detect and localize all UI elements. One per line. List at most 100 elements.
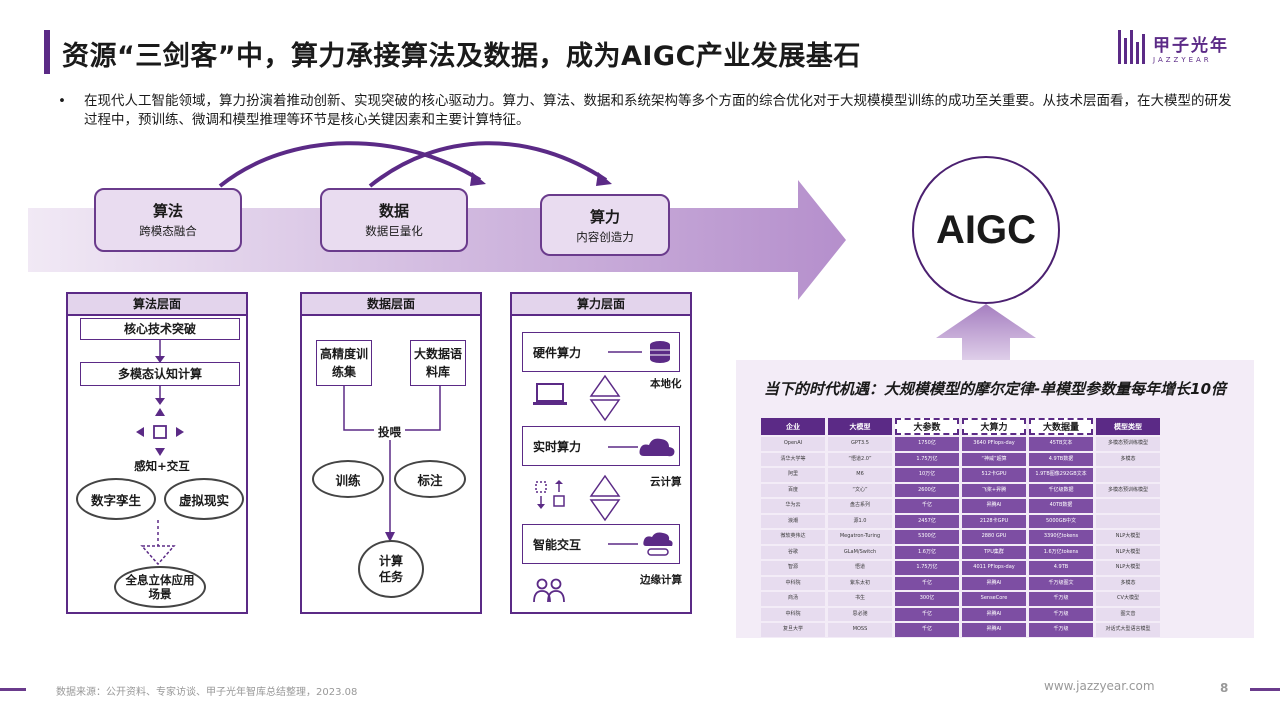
table-cell: 思必驰: [828, 607, 892, 621]
table-cell: 4.9TB: [1029, 561, 1093, 575]
data-panel-head: 数据层面: [302, 294, 480, 316]
compute-panel-head: 算力层面: [512, 294, 690, 316]
table-cell: 1.75万亿: [895, 452, 959, 466]
flow-compute-title: 算力: [589, 208, 620, 226]
edge-label: 边缘计算: [640, 574, 682, 586]
table-cell: 盘古系列: [828, 499, 892, 513]
bidirectional-arrow-icon: [589, 374, 621, 422]
site-url: www.jazzyear.com: [1044, 679, 1155, 693]
feed-label: 投喂: [374, 424, 405, 440]
smart-interaction-label: 智能交互: [533, 538, 582, 552]
flow-compute-box: 算力 内容创造力: [540, 194, 670, 256]
database-icon: [608, 341, 670, 363]
users-icon: [533, 578, 565, 603]
table-cell: “神威”超算: [962, 452, 1026, 466]
table-cell: TPU集群: [962, 545, 1026, 559]
table-cell: 45TB文本: [1029, 437, 1093, 451]
table-row: 百度“文心”2600亿飞桨+昇腾千亿级数据多模态预训练模型: [761, 483, 1160, 497]
table-cell: “悟道2.0”: [828, 452, 892, 466]
table-cell: 千万级: [1029, 607, 1093, 621]
converge-icon: [136, 408, 184, 456]
table-cell: NLP大模型: [1096, 561, 1160, 575]
table-header: 大模型: [828, 418, 892, 435]
title-accent-bar: [44, 30, 50, 74]
local-label: 本地化: [650, 378, 682, 390]
table-cell: Megatron-Turing: [828, 530, 892, 544]
bullet: •: [58, 93, 66, 109]
curved-arrows-icon: [218, 141, 612, 188]
table-cell: 多模态预训练模型: [1096, 483, 1160, 497]
train-pill: 训练: [312, 460, 384, 498]
source-note: 数据来源：公开资料、专家访谈、甲子光年智库总结整理，2023.08: [56, 687, 358, 698]
table-cell: 多模态: [1096, 576, 1160, 590]
table-cell: OpenAI: [761, 437, 825, 451]
table-cell: 1.6万亿: [895, 545, 959, 559]
table-cell: 微软英伟达: [761, 530, 825, 544]
big-corpus-box: 大数据语料库: [410, 340, 466, 386]
down-arrow-icon: [155, 340, 165, 363]
table-cell: 对话式大型语言模型: [1096, 623, 1160, 637]
page-title: 资源“三剑客”中，算力承接算法及数据，成为AIGC产业发展基石: [62, 41, 861, 72]
intro-text: 在现代人工智能领域，算力扮演着推动创新、实现突破的核心驱动力。算力、算法、数据和…: [84, 93, 1232, 128]
flow-algo-box: 算法 跨模态融合: [94, 188, 242, 252]
table-cell: 紫东太初: [828, 576, 892, 590]
table-cell: NLP大模型: [1096, 545, 1160, 559]
table-cell: [1096, 499, 1160, 513]
table-cell: 悟道: [828, 561, 892, 575]
table-cell: 清华大学等: [761, 452, 825, 466]
flow-algo-sub: 跨模态融合: [139, 224, 197, 238]
table-cell: 5300亿: [895, 530, 959, 544]
table-cell: [1096, 468, 1160, 482]
table-cell: GLaM/Switch: [828, 545, 892, 559]
table-cell: 千亿: [895, 576, 959, 590]
model-table-section: 当下的时代机遇：大规模模型的摩尔定律-单模型参数量每年增长10倍 企业 大模型 …: [736, 360, 1254, 638]
table-cell: 昇腾AI: [962, 607, 1026, 621]
cloud-label: 云计算: [650, 476, 682, 488]
footer-line: [0, 688, 26, 691]
table-cell: 昇腾AI: [962, 576, 1026, 590]
hw-compute-label: 硬件算力: [533, 346, 582, 360]
table-cell: [1096, 514, 1160, 528]
table-cell: 512卡GPU: [962, 468, 1026, 482]
table-cell: 千亿: [895, 607, 959, 621]
table-cell: 中科院: [761, 607, 825, 621]
table-cell: 1.9TB图像292GB文本: [1029, 468, 1093, 482]
table-cell: 3390亿tokens: [1029, 530, 1093, 544]
compute-task-pill: 计算任务: [358, 540, 424, 598]
table-cell: 1750亿: [895, 437, 959, 451]
table-cell: 多模态: [1096, 452, 1160, 466]
table-header: 大参数: [895, 418, 959, 435]
table-cell: 中科院: [761, 576, 825, 590]
logo: 甲子光年 JAZZYEAR: [1118, 30, 1229, 64]
table-cell: 10万亿: [895, 468, 959, 482]
hand-cloud-icon: [608, 532, 673, 556]
table-cell: 百度: [761, 483, 825, 497]
table-cell: 图文音: [1096, 607, 1160, 621]
table-cell: GPT3.5: [828, 437, 892, 451]
core-tech-box: 核心技术突破: [80, 318, 240, 340]
table-title: 当下的时代机遇：大规模模型的摩尔定律-单模型参数量每年增长10倍: [763, 380, 1227, 398]
table-cell: 300亿: [895, 592, 959, 606]
table-cell: 4011 PFlops-day: [962, 561, 1026, 575]
table-cell: 复旦大学: [761, 623, 825, 637]
aigc-circle: AIGC: [912, 156, 1060, 304]
table-cell: 2128卡GPU: [962, 514, 1026, 528]
flow-algo-title: 算法: [152, 202, 183, 220]
table-cell: 昇腾AI: [962, 623, 1026, 637]
table-header: 模型类型: [1096, 418, 1160, 435]
flow-data-sub: 数据巨量化: [365, 224, 423, 238]
label-pill: 标注: [394, 460, 466, 498]
grid-flow-icon: [535, 480, 565, 509]
table-cell: 2600亿: [895, 483, 959, 497]
table-cell: NLP大模型: [1096, 530, 1160, 544]
table-cell: 商汤: [761, 592, 825, 606]
digital-twin-pill: 数字孪生: [76, 478, 156, 520]
